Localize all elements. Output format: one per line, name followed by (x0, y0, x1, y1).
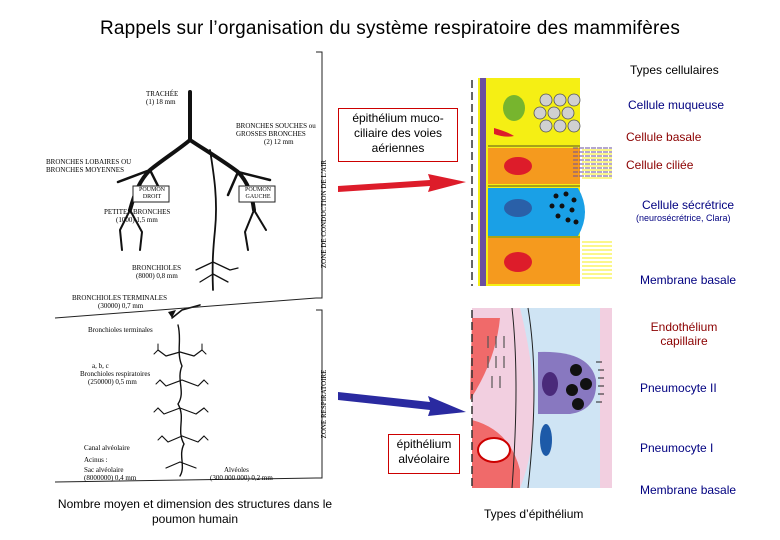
label-resp-dim: (250000) 0,5 mm (88, 378, 137, 386)
pointer-arrowhead (168, 310, 176, 318)
label-terminal-dim: (30000) 0,7 mm (98, 302, 144, 310)
label-endothelium: Endothélium capillaire (650, 320, 718, 348)
label-secretory-cell: Cellule sécrétrice (642, 198, 735, 212)
label-small-bronchi-dim: (1000) 1,5 mm (116, 216, 158, 224)
label-main-bronchi-dim: (2) 12 mm (264, 138, 294, 146)
arrow-to-alveolar (338, 392, 466, 416)
box-airway-epithelium: épithélium muco-ciliaire des voies aérie… (338, 108, 458, 162)
label-terminal-small: Bronchioles terminales (88, 326, 153, 334)
left-lung-box (238, 185, 276, 203)
airway-epithelium (471, 78, 612, 286)
label-resp-bronchioles: Bronchioles respiratoires (80, 370, 151, 378)
label-bronchioles: BRONCHIOLES (132, 264, 182, 272)
types-header: Types cellulaires (630, 63, 719, 77)
label-ciliated-cell: Cellule ciliée (626, 158, 694, 172)
label-zone-respiratory: ZONE RESPIRATOIRE (320, 369, 328, 439)
label-secretory-note: (neurosécrétrice, Clara) (636, 213, 731, 223)
label-basal-cell: Cellule basale (626, 130, 702, 144)
label-main-bronchi: BRONCHES SOUCHES ou GROSSES BRONCHES (236, 122, 316, 138)
label-lobar-bronchi: BRONCHES LOBAIRES OU BRONCHES MOYENNES (46, 158, 132, 174)
arrow-to-airway (338, 174, 466, 192)
label-pneumocyte-2: Pneumocyte II (640, 381, 717, 395)
label-terminal-bronchioles: BRONCHIOLES TERMINALES (72, 294, 167, 302)
label-bronchioles-dim: (8000) 0,8 mm (136, 272, 178, 280)
label-mucous-cell: Cellule muqueuse (628, 98, 725, 112)
page-title: Rappels sur l’organisation du système re… (99, 18, 681, 39)
label-basement-membrane-alveolar: Membrane basale (640, 483, 737, 497)
label-trachea: TRACHÉE (146, 90, 179, 98)
label-alveolar-duct: Canal alvéolaire (84, 444, 130, 452)
label-left-lung: POUMON GAUCHE (244, 187, 271, 200)
label-alveoli-dim: (300 000 000) 0,2 mm (210, 474, 273, 482)
label-pneumocyte-1: Pneumocyte I (640, 441, 714, 455)
label-alveolar-sac: Sac alvéolaire (84, 466, 124, 474)
bronchial-tree (116, 90, 272, 477)
label-basement-membrane-airway: Membrane basale (640, 273, 737, 287)
box-alveolar-epithelium: épithélium alvéolaire (388, 434, 460, 474)
caption-structures: Nombre moyen et dimension des structures… (57, 497, 333, 526)
label-zone-conduction: ZONE DE CONDUCTION DE L'AIR (320, 159, 328, 269)
right-lung-box (132, 185, 170, 203)
label-resp-abc: a, b, c (92, 362, 109, 370)
label-small-bronchi: PETITES BRONCHES (104, 208, 171, 216)
caption-epithelium-types: Types d’épithélium (484, 507, 584, 521)
zone-brackets (54, 51, 323, 483)
label-alveolar-sac-dim: (8000000) 0,4 mm (84, 474, 137, 482)
label-alveoli: Alvéoles (224, 466, 249, 474)
label-trachea-dim: (1) 18 mm (146, 98, 176, 106)
label-acinus: Acinus : (84, 456, 108, 464)
alveolar-epithelium (470, 307, 612, 489)
label-right-lung: POUMON DROIT (138, 187, 165, 200)
